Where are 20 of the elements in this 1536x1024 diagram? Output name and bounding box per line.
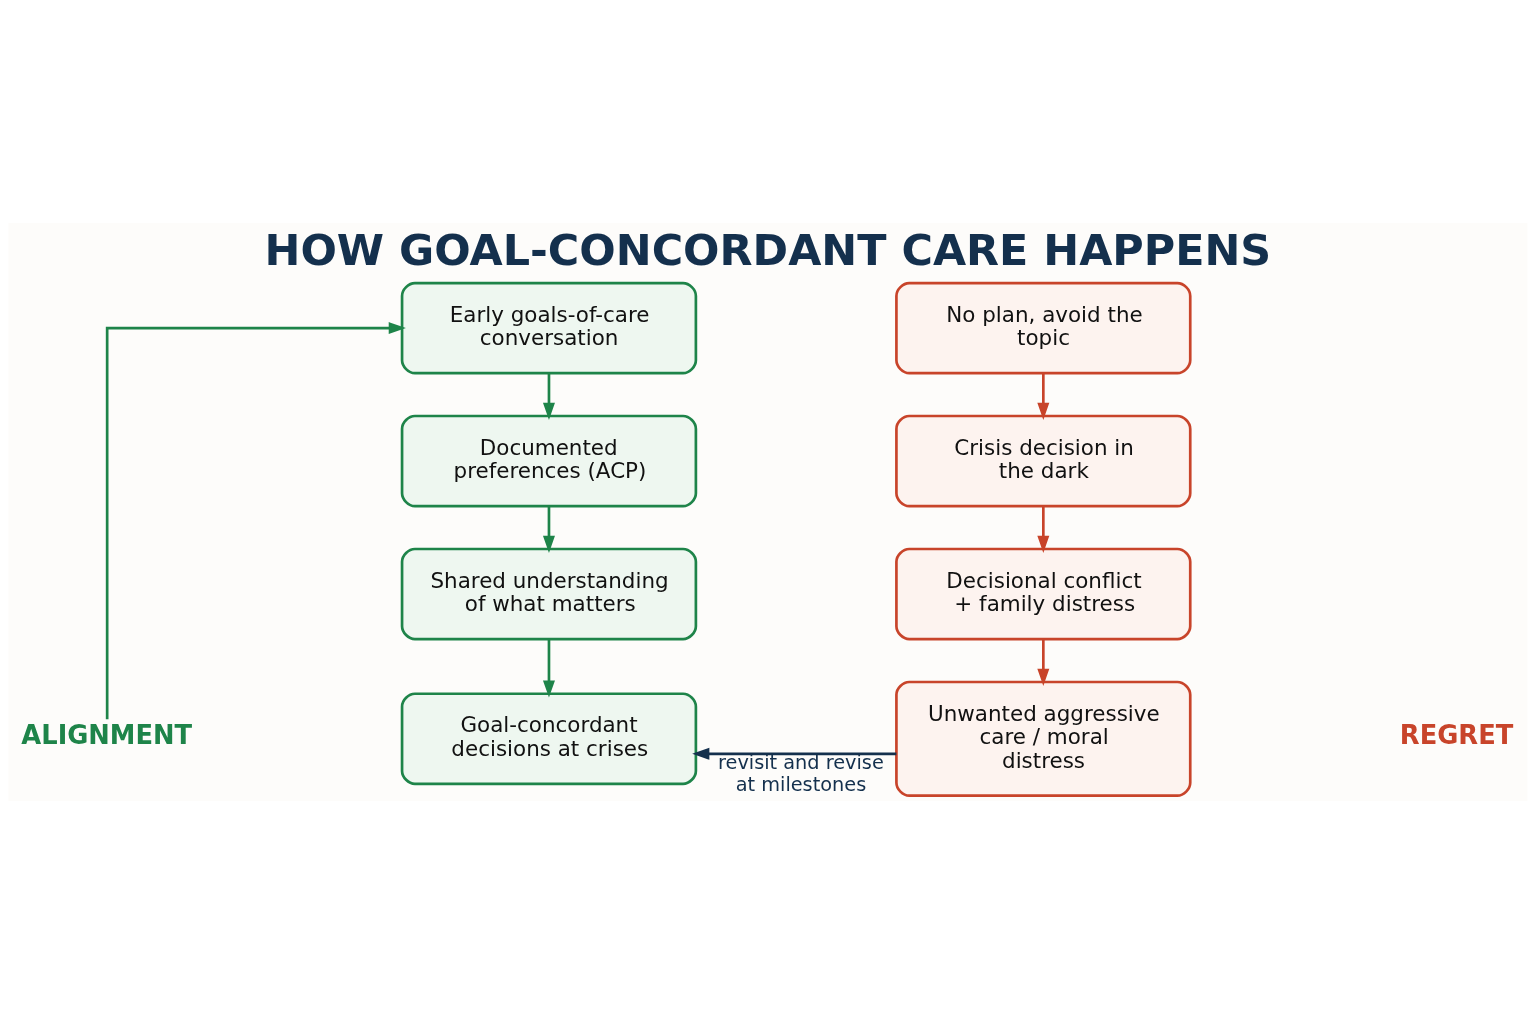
arrow [542, 373, 555, 420]
arrow [1037, 639, 1050, 686]
diagram-title: HOW GOAL-CONCORDANT CARE HAPPENS [264, 224, 1272, 275]
node-box: Goal-concordant decisions at crises [400, 692, 698, 786]
arrow [105, 322, 406, 720]
arrow [542, 506, 555, 553]
edge-label: revisit and revise at milestones [718, 751, 884, 796]
arrow [692, 747, 897, 760]
arrow [542, 639, 555, 698]
arrow [1037, 373, 1050, 420]
node-box: Documented preferences (ACP) [400, 414, 698, 508]
node-box: Crisis decision in the dark [895, 414, 1192, 508]
arrow [1037, 506, 1050, 553]
node-box: Decisional conflict + family distress [895, 547, 1192, 641]
label: REGRET [1399, 720, 1514, 751]
node-text: ALIGNMENT [21, 720, 193, 751]
node-box: Unwanted aggressive care / moral distress [895, 680, 1192, 797]
node-box: No plan, avoid the topic [895, 281, 1192, 375]
node-box: Shared understanding of what matters [400, 547, 698, 641]
node-box: Early goals-of-care conversation [400, 281, 698, 375]
